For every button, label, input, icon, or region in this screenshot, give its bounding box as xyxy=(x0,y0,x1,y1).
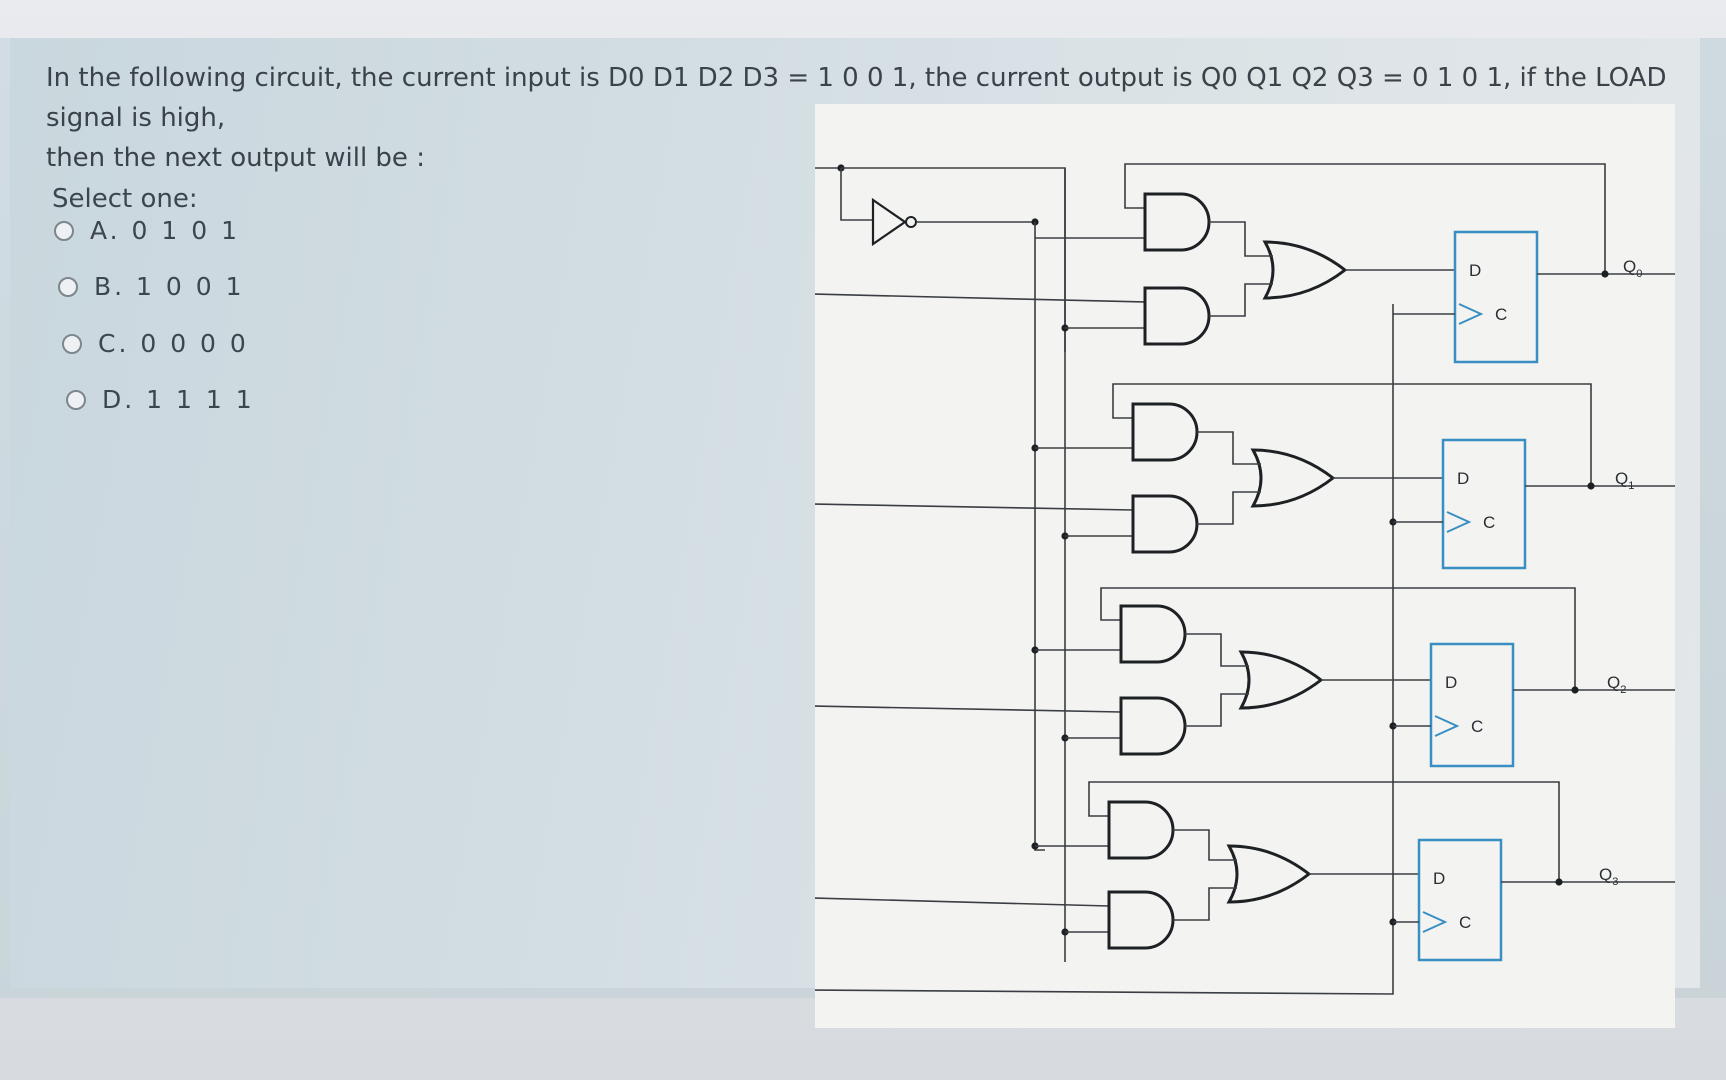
option-a[interactable]: A. 0 1 0 1 xyxy=(54,216,240,245)
and-gate-top-0 xyxy=(1143,192,1211,252)
ff-d-label-1: D xyxy=(1457,469,1469,488)
flip-flop-3 xyxy=(1417,838,1503,962)
ff-c-label-1: C xyxy=(1483,513,1495,532)
radio-button-d[interactable] xyxy=(66,389,86,410)
input-wire-1 xyxy=(815,503,1134,511)
ff-c-label-3: C xyxy=(1459,913,1471,932)
option-b-label: B. 1 0 0 1 xyxy=(94,272,245,301)
clock-bus xyxy=(815,304,1394,995)
clock-triangle-0 xyxy=(1458,303,1484,325)
feedback-wire-2 xyxy=(1100,587,1576,690)
input-wire-0 xyxy=(815,293,1146,303)
output-label-1: Q1 xyxy=(1615,469,1634,492)
ff-c-label-2: C xyxy=(1471,717,1483,736)
and-gate-top-2 xyxy=(1119,604,1187,664)
junction-dot xyxy=(1587,482,1595,490)
and-bottom-to-or-0 xyxy=(1209,283,1273,317)
junction-dot xyxy=(1555,878,1563,886)
ff-d-label-0: D xyxy=(1469,261,1481,280)
and-bottom-to-or-3 xyxy=(1173,887,1237,921)
not-gate-bubble xyxy=(905,216,917,228)
ff-c-label-0: C xyxy=(1495,305,1507,324)
option-d-label: D. 1 1 1 1 xyxy=(102,385,255,414)
and-gate-bottom-1 xyxy=(1131,494,1199,554)
option-a-label: A. 0 1 0 1 xyxy=(90,216,241,245)
and-top-to-or-2 xyxy=(1185,633,1249,667)
or-gate-3 xyxy=(1226,844,1312,904)
not-gate xyxy=(871,197,907,247)
load-not-bus xyxy=(1034,222,1045,851)
junction-dot xyxy=(1601,270,1609,278)
circuit-svg: LoadClockD0DCQ0D1DCQ1D2DCQ2D3DCQ3 xyxy=(815,163,1675,995)
flip-flop-1 xyxy=(1441,438,1527,570)
output-label-0: Q0 xyxy=(1623,257,1642,280)
feedback-wire-1 xyxy=(1112,383,1592,486)
and-bottom-to-or-1 xyxy=(1197,491,1261,525)
and-gate-bottom-3 xyxy=(1107,890,1175,950)
load-to-inverter-wire xyxy=(840,168,873,221)
and-gate-top-3 xyxy=(1107,800,1175,860)
and-gate-top-1 xyxy=(1131,402,1199,462)
input-wire-2 xyxy=(815,705,1122,713)
ff-d-label-2: D xyxy=(1445,673,1457,692)
load-bus-top xyxy=(841,167,1066,352)
or-gate-1 xyxy=(1250,448,1336,508)
junction-dot xyxy=(1571,686,1579,694)
and-gate-bottom-2 xyxy=(1119,696,1187,756)
option-b[interactable]: B. 1 0 0 1 xyxy=(58,272,245,301)
screen: In the following circuit, the current in… xyxy=(0,38,1726,1028)
flip-flop-0 xyxy=(1453,230,1539,364)
radio-button-b[interactable] xyxy=(58,276,78,297)
feedback-wire-3 xyxy=(1088,781,1560,882)
and-top-to-or-3 xyxy=(1173,829,1237,861)
radio-button-a[interactable] xyxy=(54,220,74,241)
and-bottom-to-or-2 xyxy=(1185,693,1249,727)
radio-button-c[interactable] xyxy=(62,333,82,354)
and-top-to-or-1 xyxy=(1197,431,1261,465)
option-d[interactable]: D. 1 1 1 1 xyxy=(66,385,255,414)
clock-triangle-3 xyxy=(1422,911,1448,933)
select-one-label: Select one: xyxy=(52,184,198,214)
question-text: In the following circuit, the current in… xyxy=(46,58,1706,178)
option-c-label: C. 0 0 0 0 xyxy=(98,329,249,358)
output-label-2: Q2 xyxy=(1607,673,1626,696)
or-gate-0 xyxy=(1262,240,1348,300)
clock-triangle-2 xyxy=(1434,715,1460,737)
or-gate-2 xyxy=(1238,650,1324,710)
input-wire-3 xyxy=(815,897,1110,907)
question-line-2: then the next output will be : xyxy=(46,143,425,173)
circuit-diagram: LoadClockD0DCQ0D1DCQ1D2DCQ2D3DCQ3 xyxy=(815,104,1675,1028)
and-gate-bottom-0 xyxy=(1143,286,1211,346)
feedback-wire-0 xyxy=(1124,163,1606,274)
question-line-1: In the following circuit, the current in… xyxy=(46,63,1667,133)
ff-d-label-3: D xyxy=(1433,869,1445,888)
and-top-to-or-0 xyxy=(1209,221,1273,257)
output-label-3: Q3 xyxy=(1599,865,1618,888)
option-c[interactable]: C. 0 0 0 0 xyxy=(62,329,249,358)
flip-flop-2 xyxy=(1429,642,1515,768)
clock-triangle-1 xyxy=(1446,511,1472,533)
